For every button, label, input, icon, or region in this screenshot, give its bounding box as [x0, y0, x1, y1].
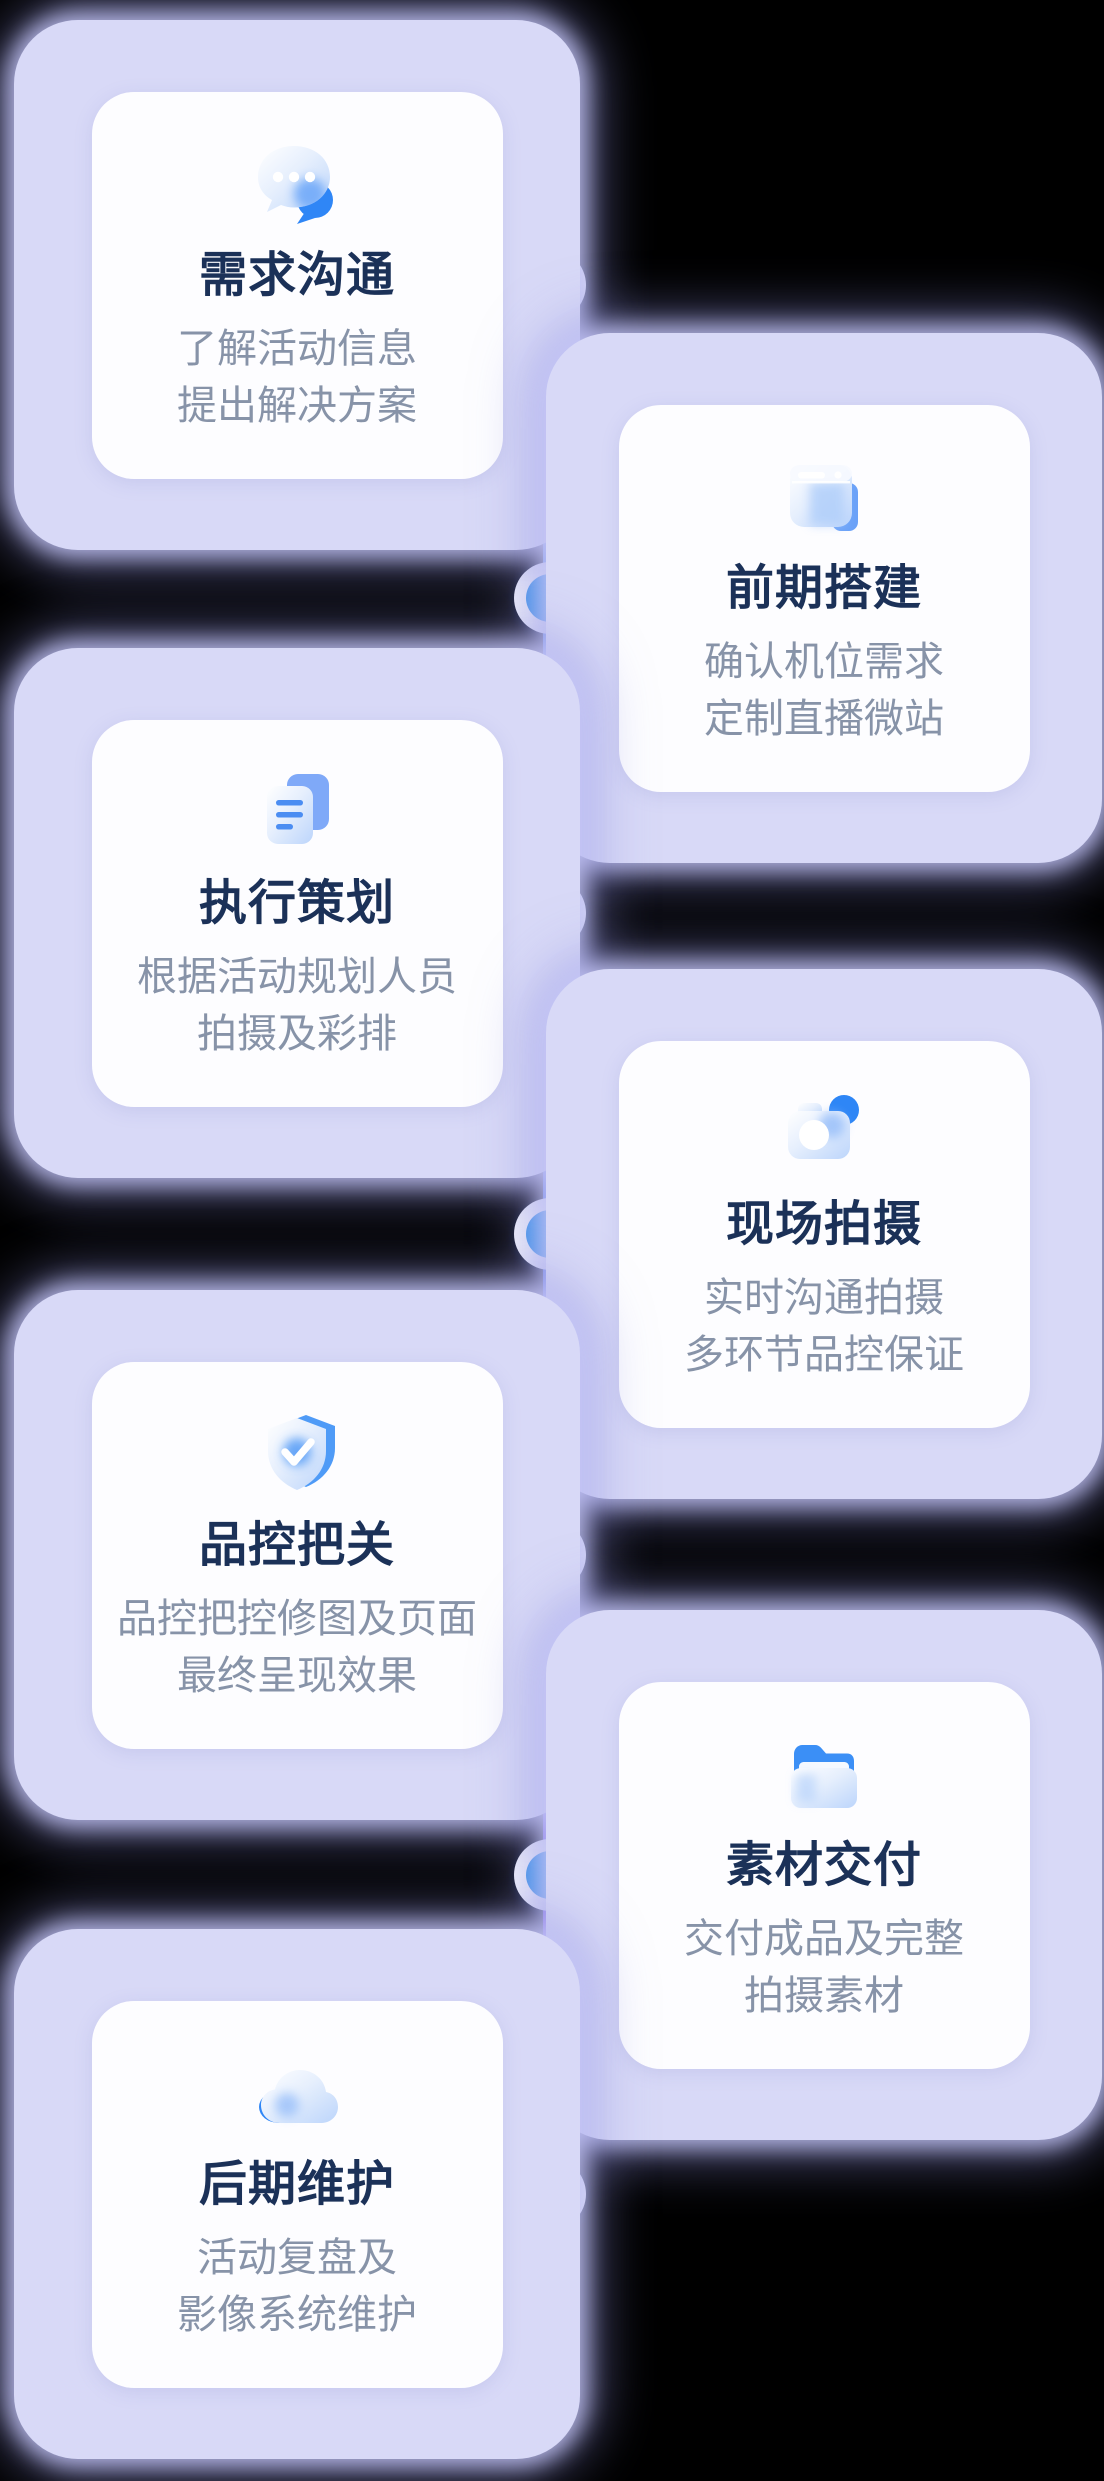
- step-card-3: 执行策划 根据活动规划人员 拍摄及彩排: [14, 648, 580, 1178]
- desc-line-1: 实时沟通拍摄: [704, 1274, 944, 1321]
- desc-line-2: 提出解决方案: [177, 382, 417, 429]
- step-card-5-inner: 品控把关 品控把控修图及页面 最终呈现效果: [91, 1361, 503, 1749]
- step-description: 根据活动规划人员 拍摄及彩排: [137, 949, 457, 1063]
- step-title: 前期搭建: [725, 559, 922, 616]
- step-card-4-inner: 现场拍摄 实时沟通拍摄 多环节品控保证: [618, 1040, 1030, 1428]
- step-card-7: 后期维护 活动复盘及 影像系统维护: [14, 1929, 580, 2459]
- step-card-2: 前期搭建 确认机位需求 定制直播微站: [546, 333, 1102, 863]
- desc-line-1: 确认机位需求: [704, 638, 944, 685]
- desc-line-2: 拍摄素材: [744, 1972, 904, 2019]
- desc-line-1: 品控把控修图及页面: [117, 1595, 477, 1642]
- desc-line-2: 多环节品控保证: [684, 1331, 964, 1378]
- step-card-3-inner: 执行策划 根据活动规划人员 拍摄及彩排: [91, 719, 503, 1107]
- desc-line-2: 最终呈现效果: [177, 1652, 417, 1699]
- step-title: 素材交付: [725, 1836, 922, 1893]
- step-card-7-inner: 后期维护 活动复盘及 影像系统维护: [91, 2000, 503, 2388]
- desc-line-2: 拍摄及彩排: [197, 1010, 397, 1057]
- step-description: 品控把控修图及页面 最终呈现效果: [117, 1591, 477, 1705]
- desc-line-1: 交付成品及完整: [684, 1915, 964, 1962]
- step-title: 后期维护: [198, 2155, 395, 2212]
- step-description: 交付成品及完整 拍摄素材: [684, 1911, 964, 2025]
- step-description: 活动复盘及 影像系统维护: [177, 2230, 417, 2344]
- desc-line-1: 根据活动规划人员: [137, 953, 457, 1000]
- browser-window-icon: [790, 464, 858, 531]
- step-card-2-inner: 前期搭建 确认机位需求 定制直播微站: [618, 404, 1030, 792]
- desc-line-1: 了解活动信息: [177, 325, 417, 372]
- camera-icon: [788, 1094, 859, 1159]
- step-title: 需求沟通: [198, 246, 395, 303]
- desc-line-2: 定制直播微站: [704, 695, 944, 742]
- step-title: 现场拍摄: [725, 1195, 922, 1252]
- chat-bubbles-icon: [258, 145, 333, 224]
- step-card-6-inner: 素材交付 交付成品及完整 拍摄素材: [618, 1681, 1030, 2069]
- shield-check-icon: [268, 1414, 335, 1490]
- step-card-5: 品控把关 品控把控修图及页面 最终呈现效果: [14, 1290, 580, 1820]
- step-card-1: 需求沟通 了解活动信息 提出解决方案: [14, 20, 580, 550]
- step-card-4: 现场拍摄 实时沟通拍摄 多环节品控保证: [546, 969, 1102, 1499]
- step-description: 确认机位需求 定制直播微站: [704, 634, 944, 748]
- step-card-1-inner: 需求沟通 了解活动信息 提出解决方案: [91, 91, 503, 479]
- desc-line-2: 影像系统维护: [177, 2291, 417, 2338]
- documents-icon: [267, 773, 329, 844]
- step-description: 实时沟通拍摄 多环节品控保证: [684, 1270, 964, 1384]
- step-card-6: 素材交付 交付成品及完整 拍摄素材: [546, 1610, 1102, 2140]
- desc-line-1: 活动复盘及: [197, 2234, 397, 2281]
- step-title: 品控把关: [198, 1516, 395, 1573]
- cloud-icon: [259, 2069, 338, 2123]
- step-description: 了解活动信息 提出解决方案: [177, 321, 417, 435]
- step-title: 执行策划: [198, 874, 395, 931]
- folder-icon: [791, 1744, 857, 1808]
